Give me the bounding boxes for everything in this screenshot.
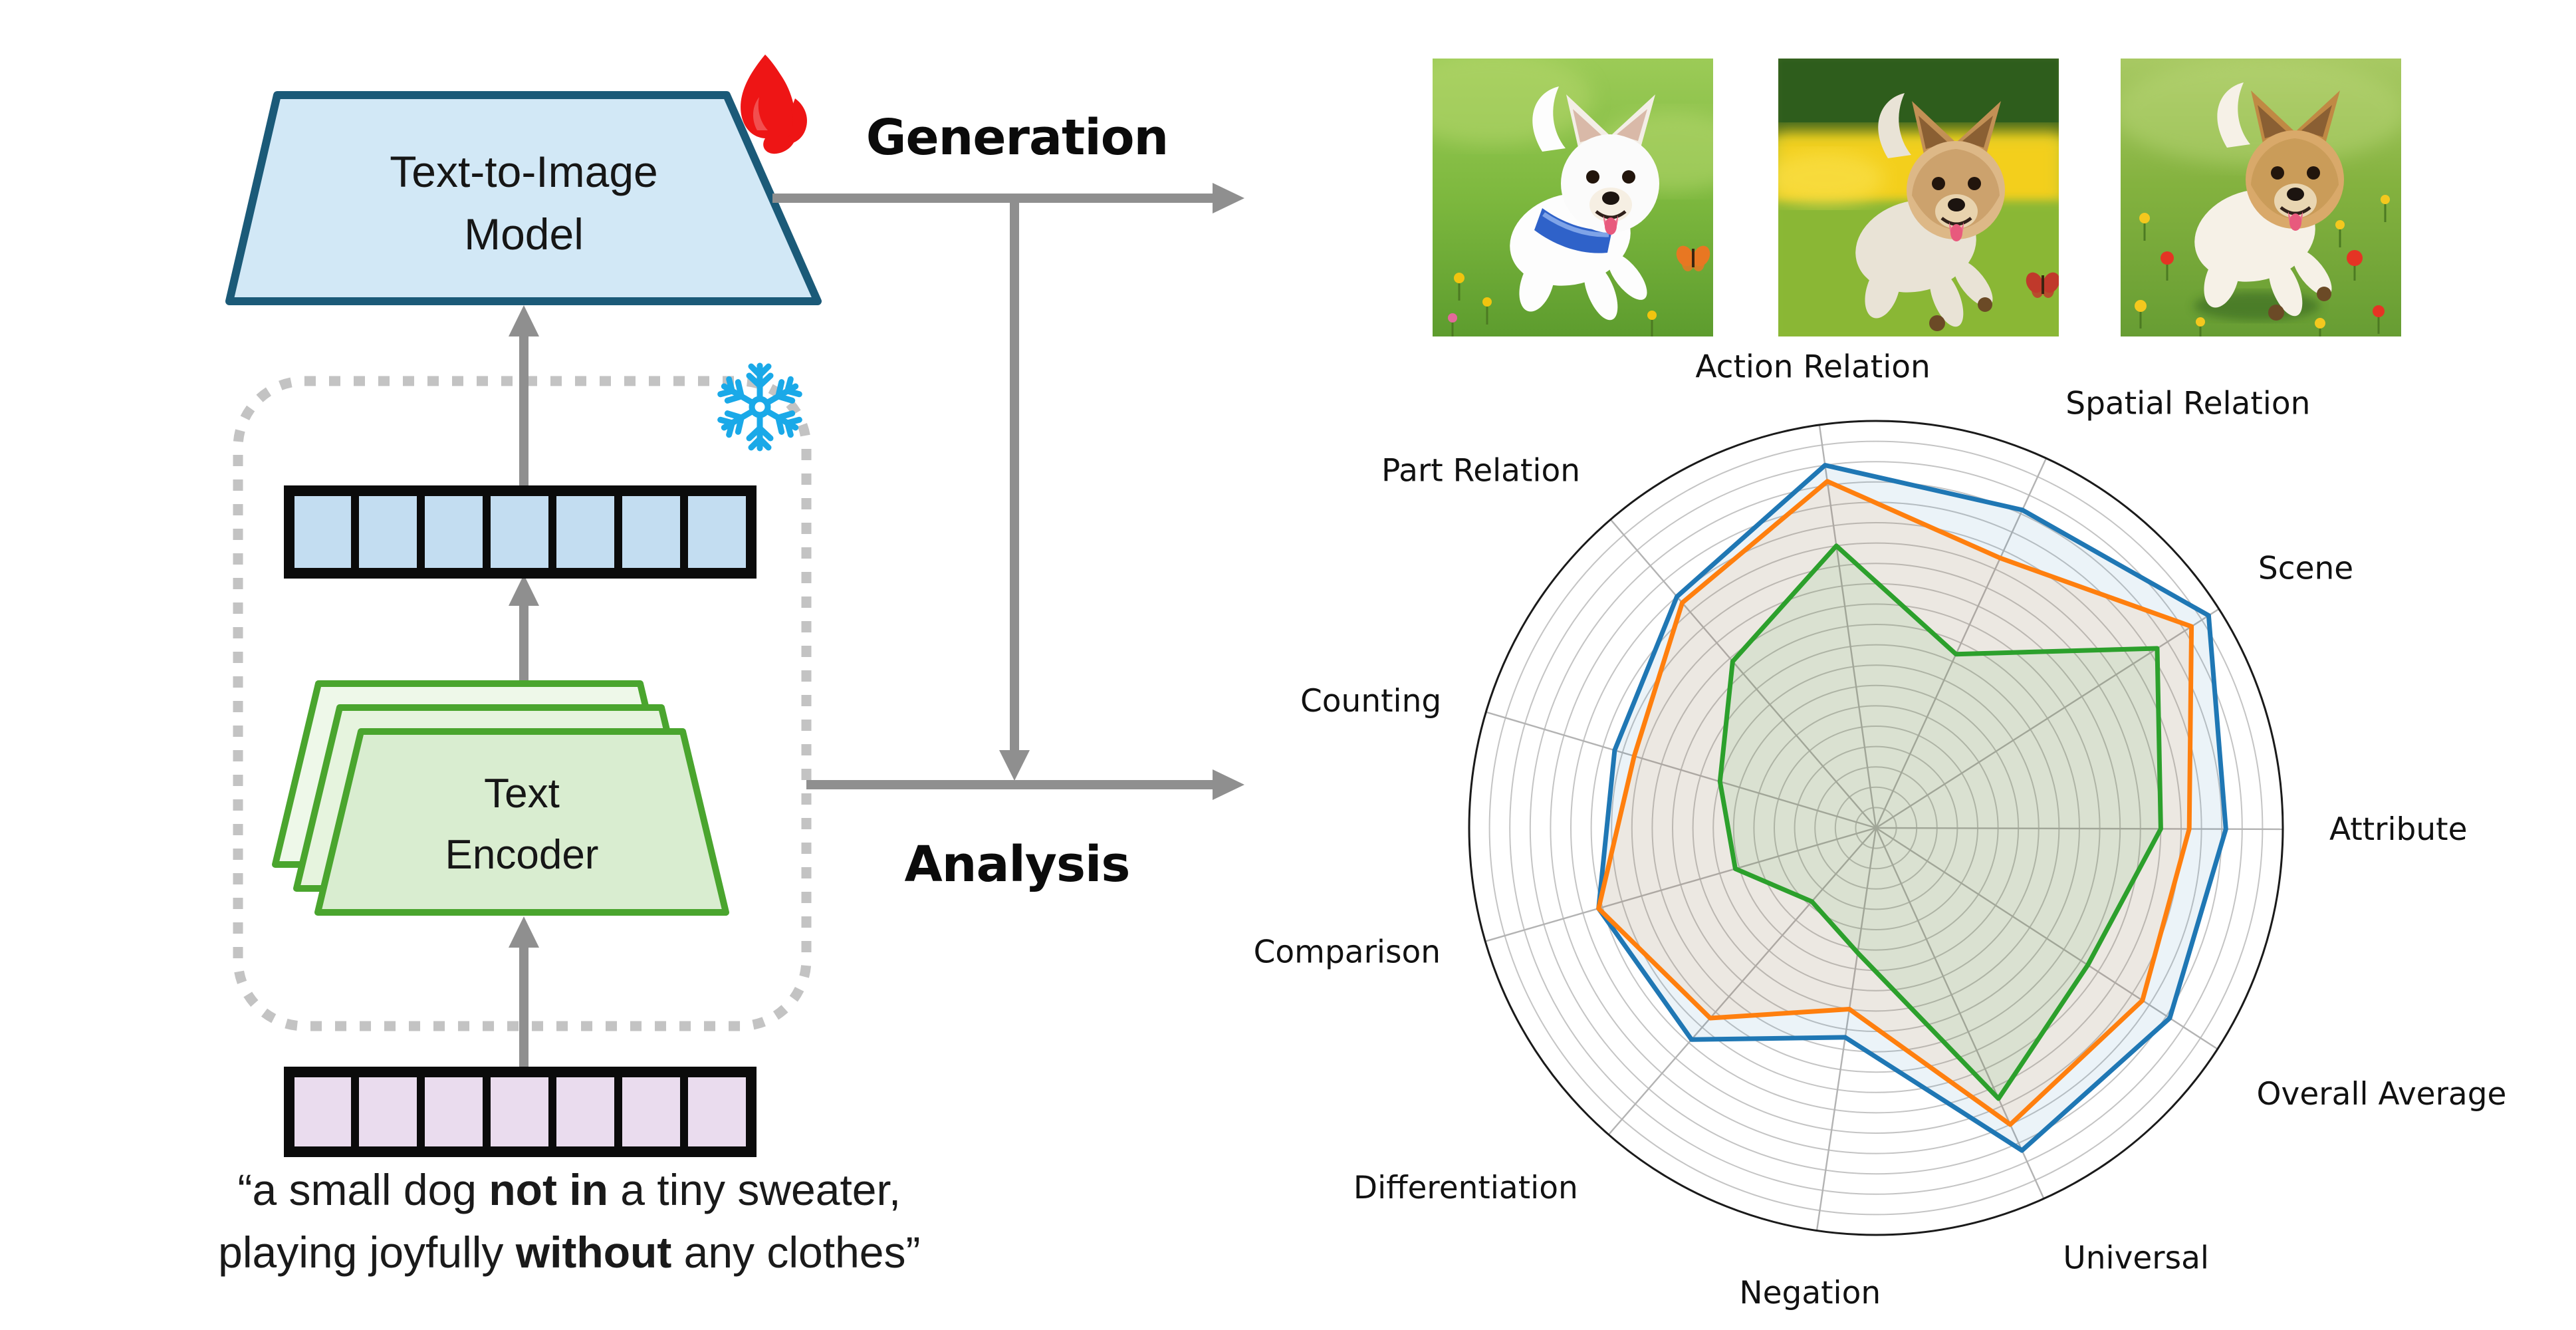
text-embedding-tokens [284, 485, 757, 579]
radar-gridline-ring [1509, 461, 2243, 1195]
text-to-image-model-node: Text-to-Image Model [225, 91, 822, 305]
fire-icon [741, 55, 808, 154]
radar-axis-spoke [1607, 827, 1877, 1136]
generated-images-row: white fluffy dog with blue harness runni… [1433, 59, 2401, 336]
radar-axis-spoke [1484, 827, 1877, 942]
radar-series-fill-orange [1598, 481, 2192, 1125]
radar-axis-label: Negation [1739, 1275, 1881, 1311]
radar-axis-label: Attribute [2329, 811, 2468, 848]
radar-gridline-ring [1529, 481, 2223, 1175]
radar-series-line-green [1717, 543, 2163, 1101]
model-label-line1: Text-to-Image [390, 147, 657, 196]
radar-axis-spoke [1818, 424, 1877, 829]
generated-dog-image-3: white and tan terrier leaping through a … [2121, 59, 2401, 336]
dog-figure [2194, 82, 2344, 321]
frozen-dashed-box [233, 376, 812, 1031]
radar-series-line-blue [1596, 463, 2228, 1153]
radar-series-fill-green [1720, 545, 2161, 1099]
svg-text:playing joyfully without any c: playing joyfully without any clothes” [108, 1228, 1006, 1277]
svg-text:“a small dog not in a tiny swe: “a small dog not in a tiny sweater, [128, 1165, 986, 1214]
radar-series-line-orange [1596, 479, 2194, 1127]
radar-axis-spoke [1875, 827, 2045, 1199]
radar-gridline-ring [1488, 440, 2264, 1216]
radar-axis-spoke [1609, 519, 1877, 829]
prompt-line2-post: any clothes” [671, 1228, 920, 1277]
butterfly [2026, 272, 2059, 298]
radar-axis-spoke [1875, 827, 2218, 1050]
text-encoder-node: Text Encoder [272, 680, 729, 916]
generation-to-analysis-connector [999, 198, 1030, 781]
prompt-tokens [284, 1067, 757, 1157]
arrow-embeddings-to-model [509, 305, 539, 493]
generation-label: Generation [866, 109, 1169, 166]
radar-axis-label: Comparison [1254, 934, 1441, 971]
prompt-line1-post: a tiny sweater, [608, 1165, 901, 1214]
radar-axis-label: Counting [1300, 683, 1441, 720]
prompt-line1-bold: not in [489, 1165, 608, 1214]
butterfly [1676, 245, 1710, 271]
arrow-prompt-to-encoder [509, 916, 539, 1073]
generated-dog-image-2: yorkshire terrier running in a meadow wi… [1778, 59, 2059, 336]
prompt-line1-pre: “a small dog [238, 1165, 489, 1214]
pipeline-diagram: Text-to-Image Model [108, 55, 1244, 1277]
radar-axis-label: Spatial Relation [2065, 385, 2310, 422]
radar-axis-label: Universal [2063, 1240, 2209, 1276]
radar-outer-circle [1468, 420, 2284, 1236]
radar-axis-label: Differentiation [1353, 1170, 1578, 1206]
radar-axis-spoke [1875, 458, 2048, 829]
encoder-label-line1: Text [484, 771, 560, 817]
prompt-text: “a small dog not in a tiny sweater, play… [108, 1165, 1006, 1277]
radar-axis-label: Overall Average [2257, 1076, 2507, 1113]
dog-figure [1510, 86, 1659, 321]
radar-axis-label: Action Relation [1695, 349, 1931, 386]
encoder-label-line2: Encoder [445, 832, 599, 878]
radar-gridline-ring [1570, 522, 2182, 1134]
radar-axis-spoke [1485, 711, 1877, 829]
radar-axis-label: Scene [2258, 551, 2353, 587]
prompt-line2-bold: without [515, 1228, 672, 1277]
radar-axis-label: Part Relation [1381, 452, 1580, 489]
snowflake-icon [719, 366, 800, 448]
radar-axis-spoke [1875, 608, 2220, 829]
radar-axis-spoke [1815, 827, 1877, 1231]
prompt-line2-pre: playing joyfully [218, 1228, 516, 1277]
radar-axis-spoke [1875, 827, 2283, 831]
radar-gridline-ring [1611, 563, 2141, 1093]
generation-arrow [772, 183, 1244, 213]
dog-figure [1855, 93, 2005, 331]
generated-dog-image-1: white fluffy dog with blue harness runni… [1433, 59, 1713, 336]
model-label-line2: Model [464, 209, 584, 259]
analysis-arrow [806, 769, 1244, 800]
analysis-label: Analysis [905, 836, 1130, 893]
